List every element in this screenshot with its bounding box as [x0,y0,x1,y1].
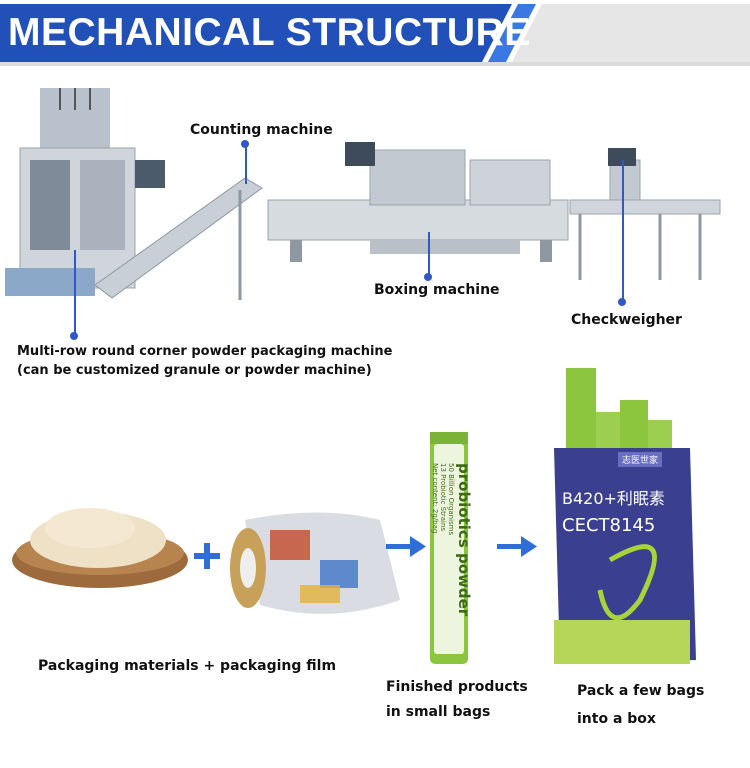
box-brand: 志医世家 [618,452,663,467]
sachet-line-1: 50 Billion Organisms [447,463,455,536]
header-banner: MECHANICAL STRUCTURE [0,0,750,66]
film-roll-illustration [230,512,400,614]
packaging-machine-illustration [5,88,165,296]
box-strain-1-cn: 利眠素 [616,489,665,508]
sachet-line-2: 13 Probiotic Strains [439,463,447,532]
sachet-illustration [430,432,468,664]
header-background [0,4,750,66]
incline-conveyor-illustration [94,177,263,300]
checkweigher-pointer-line [622,160,624,300]
packaging-pointer-line [74,250,76,335]
arrow-icon-2 [497,536,537,557]
checkweigher-illustration [569,148,721,280]
page-title: MECHANICAL STRUCTURE [8,11,531,54]
finished-products-label-line1: Finished products [386,679,528,695]
box-strain-1-code: B420+ [562,489,617,508]
finished-products-label-line2: in small bags [386,704,491,720]
packaging-pointer-dot [70,332,78,340]
boxing-pointer-line [428,232,430,277]
boxing-machine-label: Boxing machine [374,282,500,298]
product-box-illustration [554,368,696,664]
box-strain-2: CECT8145 [562,515,656,536]
powder-bowl-illustration [12,508,188,588]
pack-box-label-line1: Pack a few bags [577,683,705,699]
counting-pointer-line [245,144,247,184]
box-strain-1: B420+利眠素 [562,485,665,509]
counting-machine-label: Counting machine [190,122,333,138]
packaging-machine-label-line1: Multi-row round corner powder packaging … [17,344,393,359]
packaging-machine-label-line2: (can be customized granule or powder mac… [17,363,372,378]
checkweigher-label: Checkweigher [571,312,682,328]
packaging-materials-label: Packaging materials + packaging film [38,658,337,674]
sachet-line-3: Net content: 2g/bag [431,463,439,534]
sachet-product-name: probiotics powder [455,463,473,617]
arrow-icon-1 [386,536,426,557]
pack-box-label-line2: into a box [577,711,656,727]
plus-sign [194,543,220,569]
counting-pointer-dot [241,140,249,148]
checkweigher-pointer-dot [618,298,626,306]
sachet-text: probiotics powder 50 Billion Organisms 1… [431,456,473,656]
boxing-pointer-dot [424,273,432,281]
boxing-machine-illustration [267,142,569,262]
